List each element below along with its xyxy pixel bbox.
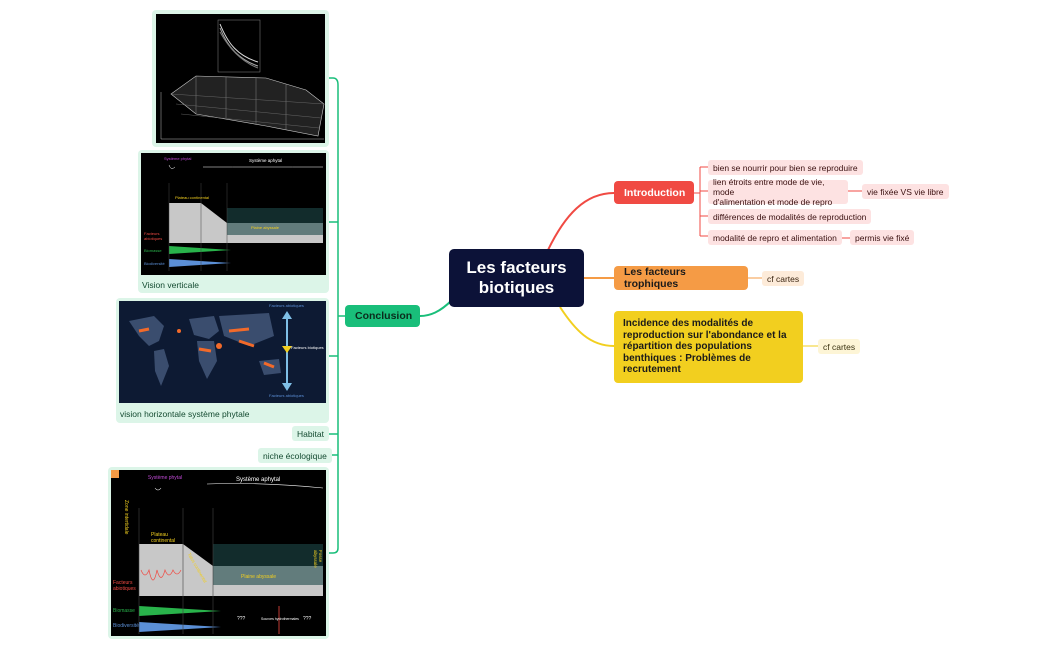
- vv-label-plaine: Plaine abyssale: [251, 225, 280, 230]
- dl-label-systeme-phytal: Système phytal: [147, 475, 183, 481]
- image-vision-horizontale: Facteurs abiotiques Facteurs biotiques F…: [119, 301, 326, 403]
- incidence-topic[interactable]: Incidence des modalités de reproduction …: [614, 311, 803, 383]
- image-vision-verticale: Système phytal Système aphytal Plateau c…: [141, 153, 326, 275]
- intro-item-nourrir-label: bien se nourrir pour bien se reproduire: [713, 162, 858, 173]
- dl-label-biomasse: Biomasse: [113, 608, 135, 614]
- incidence-line-3: répartition des populations: [623, 341, 752, 353]
- incidence-cf-cartes[interactable]: cf cartes: [818, 339, 861, 354]
- dl-label-qqq-1: ???: [237, 616, 246, 622]
- conclusion-item-niche[interactable]: niche écologique: [258, 448, 332, 463]
- dl-label-systeme-aphytal: Système aphytal: [236, 477, 281, 483]
- intro-item-permis[interactable]: permis vie fixé: [850, 230, 915, 245]
- vv-label-biomasse: Biomasse: [144, 248, 162, 253]
- incidence-line-2: reproduction sur l'abondance et la: [623, 329, 787, 341]
- intro-item-permis-label: permis vie fixé: [855, 232, 910, 243]
- vv-label-systeme-aphytal: Système aphytal: [249, 158, 283, 163]
- trophiques-cf-cartes[interactable]: cf cartes: [762, 271, 805, 286]
- conclusion-item-habitat[interactable]: Habitat: [292, 426, 329, 441]
- central-title-line1: Les facteurs: [466, 258, 567, 277]
- vv-label-biodiversite: Biodiversité: [144, 261, 165, 266]
- dl-label-plateau: Plateau continental: [151, 532, 176, 544]
- dl-label-facteurs-abiotiques: Facteurs abiotiques: [113, 580, 136, 592]
- dl-label-plaine: Plaine abyssale: [241, 574, 277, 580]
- intro-item-vie-fixee-label: vie fixée VS vie libre: [867, 186, 944, 197]
- trophiques-cf-cartes-label: cf cartes: [767, 273, 800, 284]
- intro-item-lien[interactable]: lien étroits entre mode de vie, mode d'a…: [708, 177, 848, 207]
- intro-item-nourrir[interactable]: bien se nourrir pour bien se reproduire: [708, 160, 863, 175]
- intro-item-modalite-label: modalité de repro et alimentation: [713, 232, 837, 243]
- intro-item-differences-label: différences de modalités de reproduction: [713, 211, 867, 222]
- dl-label-zone-intertidale: Zone intertidale: [123, 500, 129, 535]
- image-card-diagram-large[interactable]: Système phytal Système aphytal Zone inte…: [108, 467, 329, 639]
- vh-label-facteurs-biotiques: Facteurs biotiques: [291, 345, 324, 350]
- dl-label-sources: Sources hydrothermales: [261, 617, 299, 621]
- vh-label-facteurs-abiotiques-top: Facteurs abiotiques: [269, 303, 304, 308]
- incidence-line-4: benthiques : Problèmes de: [623, 352, 751, 364]
- image-card-vision-horizontale[interactable]: Facteurs abiotiques Facteurs biotiques F…: [116, 298, 329, 423]
- incidence-cf-cartes-label: cf cartes: [823, 341, 856, 352]
- niche-label: niche écologique: [263, 450, 327, 461]
- intro-item-lien-line1: lien étroits entre mode de vie, mode: [713, 177, 825, 197]
- central-title-line2: biotiques: [478, 278, 555, 297]
- trophiques-topic[interactable]: Les facteurs trophiques: [614, 266, 748, 290]
- incidence-line-5: recrutement: [623, 364, 681, 376]
- habitat-label: Habitat: [297, 428, 324, 439]
- vv-label-facteurs-abiotiques: Facteurs abiotiques: [144, 231, 163, 241]
- conclusion-label: Conclusion: [355, 310, 413, 322]
- conclusion-topic[interactable]: Conclusion: [345, 305, 420, 327]
- caption-vision-verticale: Vision verticale: [142, 280, 200, 290]
- incidence-line-1: Incidence des modalités de: [623, 318, 754, 330]
- caption-vision-horizontale: vision horizontale système phytale: [120, 409, 250, 419]
- intro-item-differences[interactable]: différences de modalités de reproduction: [708, 209, 872, 224]
- vh-label-facteurs-abiotiques-bottom: Facteurs abiotiques: [269, 393, 304, 398]
- image-card-vision-verticale[interactable]: Système phytal Système aphytal Plateau c…: [138, 150, 329, 293]
- dl-label-fosse: Fosse abyssale: [313, 550, 323, 568]
- image-card-3d-plot[interactable]: [152, 10, 329, 147]
- intro-item-vie-fixee[interactable]: vie fixée VS vie libre: [862, 184, 949, 199]
- intro-item-lien-line2: d'alimentation et mode de repro: [713, 197, 833, 207]
- introduction-label: Introduction: [624, 186, 686, 199]
- trophiques-label: Les facteurs trophiques: [624, 266, 686, 290]
- image-diagram-large: Système phytal Système aphytal Zone inte…: [111, 470, 326, 636]
- vv-label-systeme-phytal: Système phytal: [164, 156, 192, 161]
- central-topic[interactable]: Les facteurs biotiques: [449, 249, 584, 307]
- dl-label-biodiversite: Biodiversité: [113, 623, 139, 629]
- image-3d-plot: [156, 14, 325, 143]
- vv-label-plateau: Plateau continental: [175, 195, 210, 200]
- introduction-topic[interactable]: Introduction: [614, 181, 694, 204]
- intro-item-modalite[interactable]: modalité de repro et alimentation: [708, 230, 842, 245]
- dl-label-qqq-2: ???: [303, 616, 312, 622]
